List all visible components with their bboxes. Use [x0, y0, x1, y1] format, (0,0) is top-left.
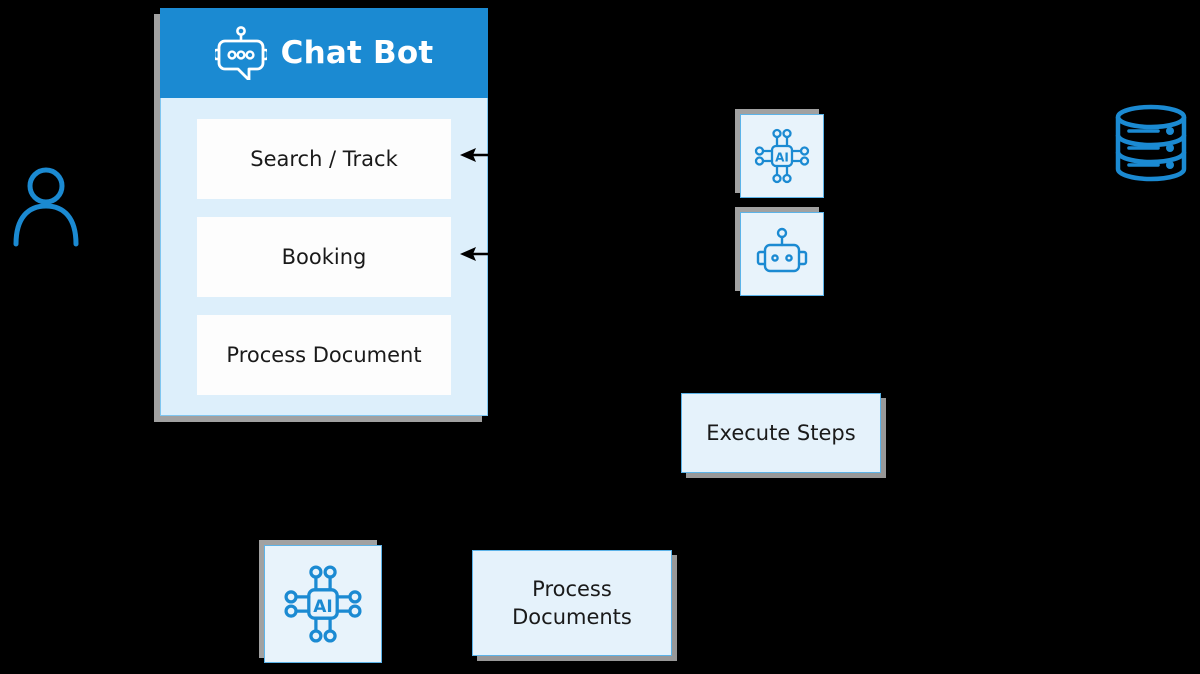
ai-chip-icon: AI	[279, 560, 367, 648]
menu-item-search-track[interactable]: Search / Track	[197, 119, 451, 199]
svg-text:AI: AI	[313, 597, 333, 617]
robot-icon	[751, 225, 813, 283]
chat-bot-title: Chat Bot	[280, 34, 434, 71]
menu-item-label: Booking	[281, 244, 367, 269]
menu-item-process-document[interactable]: Process Document	[197, 315, 451, 395]
chat-bot-menu: Search / Track Booking Process Document	[160, 98, 488, 416]
menu-item-label: Process Document	[226, 342, 422, 367]
ai-chip-icon: AI	[751, 125, 813, 187]
process-documents-label: Process Documents	[512, 576, 632, 629]
ai-chip-tile-top: AI	[740, 114, 824, 198]
menu-item-booking[interactable]: Booking	[197, 217, 451, 297]
arrow-to-booking	[458, 245, 506, 263]
chat-bot-panel: Chat Bot Search / Track Booking Process …	[160, 8, 488, 416]
chat-bot-header: Chat Bot	[160, 8, 488, 98]
database-icon	[1112, 104, 1190, 184]
svg-text:AI: AI	[775, 151, 789, 165]
chat-bot-icon	[214, 26, 267, 80]
user-icon	[10, 160, 82, 248]
execute-steps-label: Execute Steps	[706, 420, 856, 445]
menu-item-label: Search / Track	[250, 146, 398, 171]
arrow-to-search-track	[458, 146, 506, 164]
robot-tile	[740, 212, 824, 296]
process-documents-box[interactable]: Process Documents	[472, 550, 672, 656]
execute-steps-box[interactable]: Execute Steps	[681, 393, 881, 473]
ai-chip-tile-bottom: AI	[264, 545, 382, 663]
